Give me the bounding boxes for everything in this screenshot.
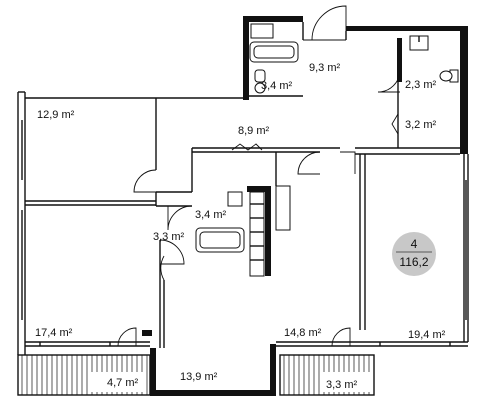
apartment-badge: 4 116,2 [392, 232, 436, 276]
label-corridor: 8,9 m² [238, 125, 270, 137]
label-wc-top: 2,3 m² [405, 79, 437, 91]
bathtub-top-icon [249, 23, 299, 63]
label-balcony-right: 3,3 m² [326, 379, 358, 391]
sink-mid-icon [227, 191, 243, 207]
label-room-south: 13,9 m² [180, 371, 218, 383]
room-labels: 3,4 m² 9,3 m² 2,3 m² 3,2 m² 12,9 m² 8,9 … [35, 62, 446, 391]
label-vestibule: 3,3 m² [153, 231, 185, 243]
label-balcony-left: 4,7 m² [107, 377, 139, 389]
bathtub-mid-icon [195, 227, 245, 253]
label-hall-top: 9,3 m² [309, 62, 341, 74]
doors [117, 5, 401, 347]
sink-wc-icon [409, 35, 429, 51]
outline-walls [17, 22, 469, 355]
label-room-center: 14,8 m² [284, 327, 322, 339]
shelving-icon [249, 185, 291, 277]
balcony-left-shape [17, 354, 151, 396]
toilet-wc-icon [439, 69, 459, 83]
label-bedroom-sw: 17,4 m² [35, 327, 73, 339]
badge-area: 116,2 [399, 255, 428, 269]
label-bath-mid: 3,4 m² [195, 209, 227, 221]
badge-number: 4 [411, 237, 418, 251]
walls [142, 16, 468, 396]
label-closet: 3,2 m² [405, 119, 437, 131]
badge-circle [392, 232, 436, 276]
label-bedroom-nw: 12,9 m² [37, 109, 75, 121]
balcony-right-shape [279, 354, 375, 396]
toilet-top-icon [254, 69, 266, 94]
label-bath-top: 3,4 m² [261, 80, 293, 92]
label-living-room: 19,4 m² [408, 329, 446, 341]
